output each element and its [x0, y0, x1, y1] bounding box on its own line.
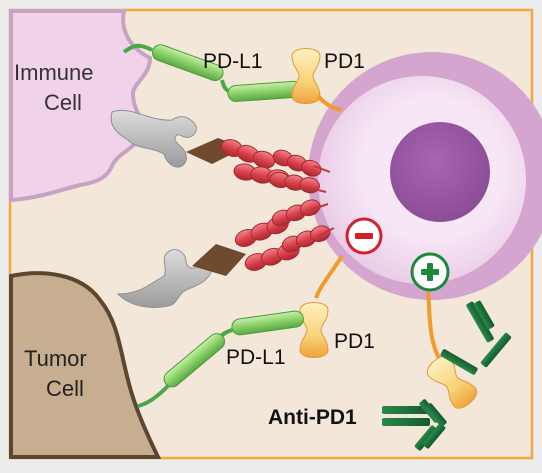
minus-icon	[355, 233, 373, 239]
pd1-bottom-label: PD1	[334, 330, 375, 353]
pd1-bottom-receptor	[299, 302, 329, 358]
pdl1-bottom-domain-1	[231, 310, 304, 336]
tcr-top-2a	[272, 149, 322, 177]
pd1-bottom-stalk	[314, 254, 344, 299]
pd1-right-stalk	[426, 291, 442, 362]
pd1-top-label: PD1	[324, 50, 365, 73]
mhc-top	[110, 109, 197, 168]
pdl1-pd1-complex-top	[122, 43, 343, 112]
pdl1-bottom-label: PD-L1	[226, 346, 286, 369]
tcr-top-1a	[220, 139, 276, 169]
mhc-antigen-tcr-bottom	[116, 199, 335, 308]
pd1-top-stalk	[316, 94, 343, 112]
tcr-bottom-2b	[281, 225, 331, 253]
nucleus	[390, 122, 490, 222]
antigen-bottom	[192, 244, 246, 276]
pdl1-top-label: PD-L1	[203, 50, 263, 73]
pdl1-top-anchor	[122, 43, 153, 54]
pd1-antibody-complex	[382, 291, 512, 451]
pdl1-pd1-complex-bottom	[137, 254, 344, 408]
anti-pd1-label: Anti-PD1	[268, 406, 357, 429]
tcr-bottom-stalk-1	[309, 203, 329, 211]
anti-pd1-antibody-2	[382, 399, 447, 451]
mhc-antigen-tcr-top	[110, 109, 331, 194]
tcr-top-stalk-1	[313, 165, 331, 173]
pdl1-bottom-anchor	[137, 384, 170, 408]
immune-cell-label-line2: Cell	[44, 90, 82, 115]
tumor-cell-label-line2: Cell	[46, 376, 84, 401]
pdl1-bottom-domain-2	[163, 333, 226, 388]
tcr-bottom-2a	[271, 199, 321, 227]
activation-signal-plus	[410, 252, 450, 292]
plus-icon-vertical	[427, 263, 433, 281]
tcr-bottom-stalk-2	[317, 227, 335, 237]
tcr-top-stalk-2	[309, 187, 327, 193]
pdl1-top-domain-1	[152, 44, 224, 82]
tumor-cell	[9, 271, 162, 459]
immune-cell-label-line1: Immune	[14, 60, 93, 85]
tumor-cell-label-line1: Tumor	[24, 346, 87, 371]
anti-pd1-antibody-1	[440, 300, 512, 375]
inhibitory-signal-minus	[345, 217, 383, 255]
